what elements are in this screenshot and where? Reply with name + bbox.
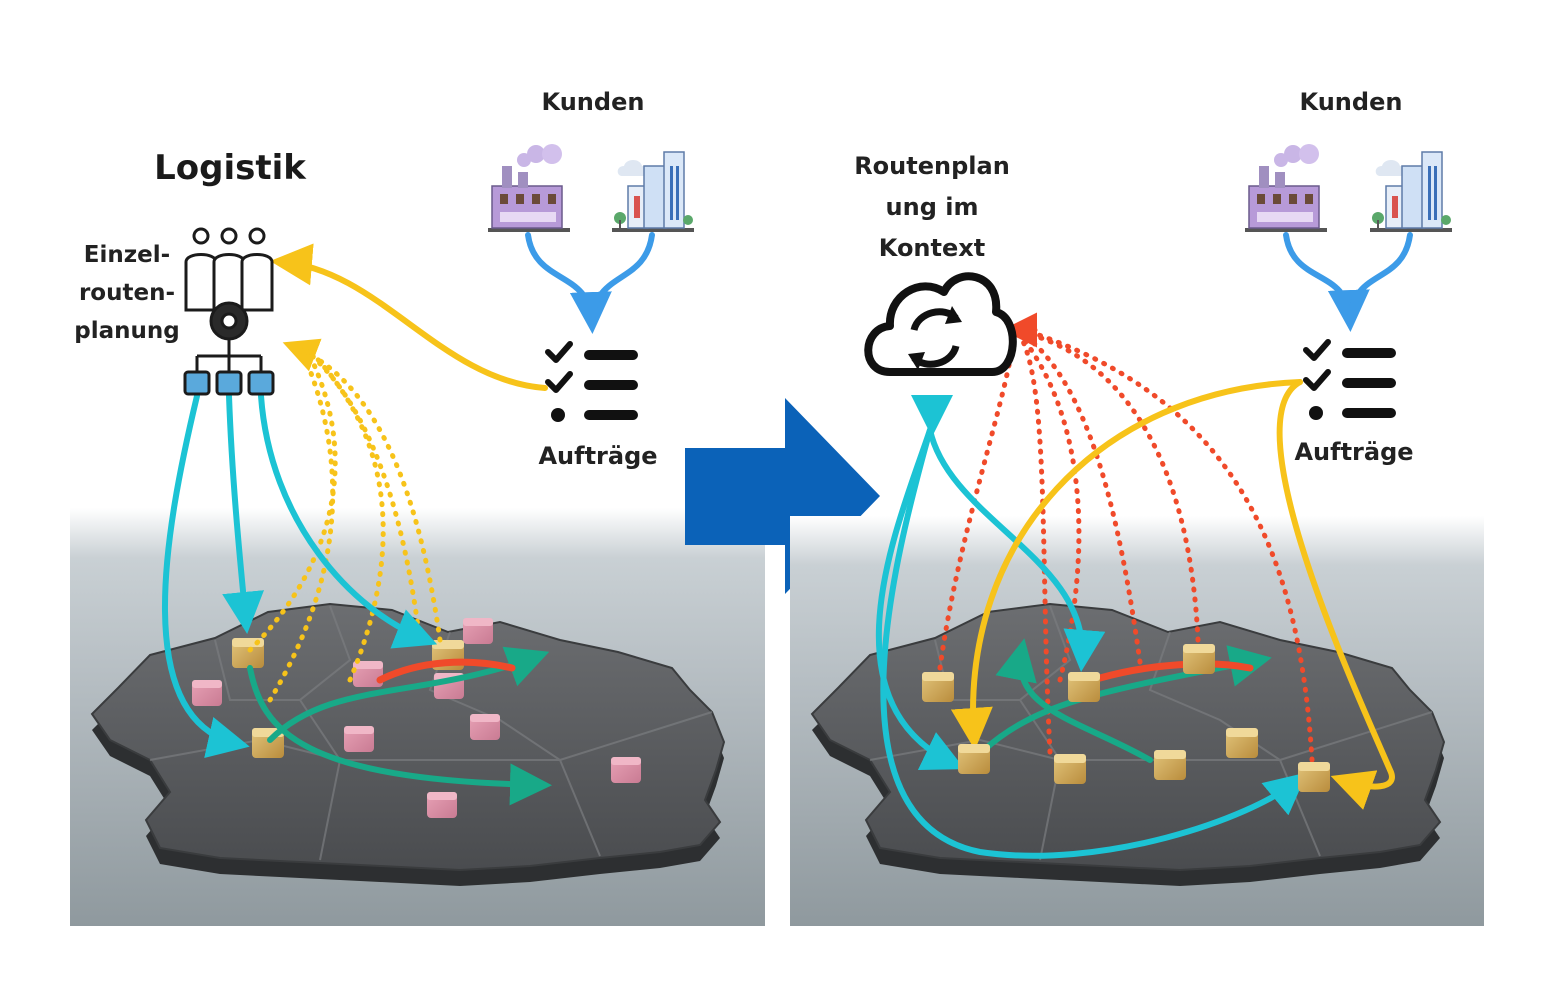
left-order-to-planning-arrow bbox=[270, 243, 548, 391]
package-box-icon bbox=[1054, 754, 1086, 784]
context-title-line-1: Routenplan bbox=[854, 152, 1010, 180]
package-box-icon bbox=[1226, 728, 1258, 758]
left-unassigned-packages bbox=[192, 618, 641, 818]
left-assignment-arrows bbox=[162, 393, 438, 758]
package-box-icon bbox=[344, 726, 374, 752]
left-dotted-feedback-arrows bbox=[247, 338, 443, 703]
left-panel bbox=[70, 227, 765, 926]
left-customer-arrows bbox=[525, 232, 655, 334]
package-box-icon bbox=[1068, 672, 1100, 702]
context-title-line-3: Kontext bbox=[878, 234, 986, 262]
package-box-icon bbox=[470, 714, 500, 740]
context-title-line-2: ung im bbox=[885, 193, 979, 221]
left-conflict-arrow bbox=[376, 658, 516, 684]
left-customers-label: Kunden bbox=[541, 88, 645, 116]
city-buildings-icon bbox=[612, 151, 694, 232]
planning-label-line-3: planung bbox=[74, 318, 180, 344]
checklist-icon bbox=[545, 341, 638, 422]
factory-icon bbox=[488, 144, 570, 232]
logistics-title: Logistik bbox=[154, 148, 306, 188]
right-conflict-arrow bbox=[1096, 660, 1254, 682]
cloud-sync-icon bbox=[864, 272, 1017, 376]
team-gear-network-icon bbox=[183, 227, 275, 396]
right-customer-arrows bbox=[1283, 232, 1413, 332]
right-packages bbox=[922, 644, 1330, 792]
package-box-icon bbox=[427, 792, 457, 818]
right-panel bbox=[790, 232, 1484, 926]
single-route-planning-label: Einzel- routen- planung bbox=[62, 236, 192, 350]
left-orders-label: Aufträge bbox=[538, 442, 658, 470]
package-box-icon bbox=[1154, 750, 1186, 780]
package-box-icon bbox=[192, 680, 222, 706]
context-planning-title: Routenplan ung im Kontext bbox=[842, 146, 1022, 269]
right-customers-label: Kunden bbox=[1299, 88, 1403, 116]
factory-icon bbox=[1245, 144, 1327, 232]
package-box-icon bbox=[1298, 762, 1330, 792]
city-buildings-icon bbox=[1370, 151, 1452, 232]
planning-label-line-1: Einzel- bbox=[83, 242, 171, 268]
package-box-icon bbox=[1183, 644, 1215, 674]
planning-label-line-2: routen- bbox=[78, 280, 176, 306]
left-transfer-arrows bbox=[247, 646, 552, 806]
right-orders-label: Aufträge bbox=[1294, 438, 1414, 466]
package-box-icon bbox=[922, 672, 954, 702]
package-box-icon bbox=[463, 618, 493, 644]
package-box-icon bbox=[611, 757, 641, 783]
checklist-icon bbox=[1303, 339, 1396, 420]
right-order-arrows bbox=[950, 379, 1395, 810]
package-box-icon bbox=[958, 744, 990, 774]
package-box-icon bbox=[353, 661, 383, 687]
